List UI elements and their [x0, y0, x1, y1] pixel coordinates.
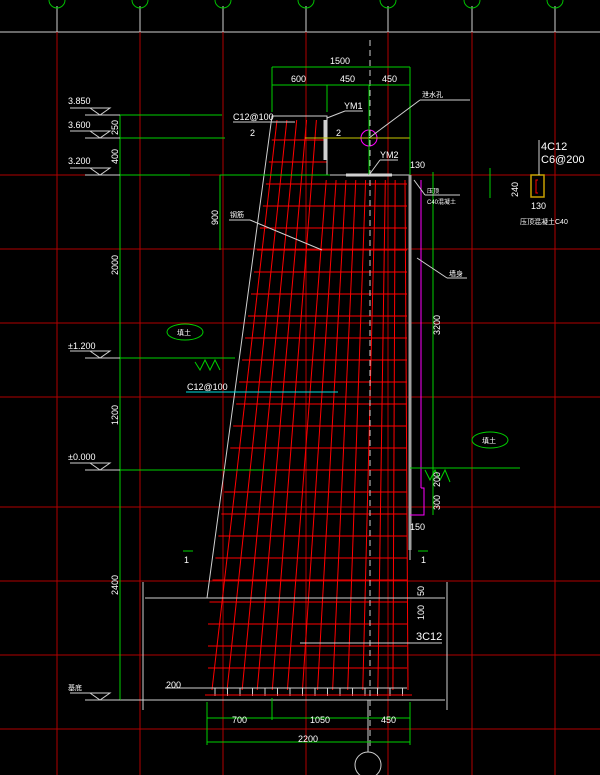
elevation-marker	[70, 462, 112, 471]
dim-50: 50	[416, 586, 426, 596]
dim-150: 150	[410, 522, 425, 532]
dim-1200: 1200	[110, 405, 120, 425]
elevation-marker	[70, 692, 112, 701]
vertical-rebar	[271, 119, 317, 691]
dim-200: 200	[432, 472, 442, 487]
annotations: C12@100 2 2 1 1 YM1 YM2 泄水孔 钢筋 压顶 C40混凝土…	[177, 90, 496, 644]
dim-top-c: 450	[382, 74, 397, 84]
detail-bars: 4C12	[541, 141, 567, 153]
column-note-2: C40混凝土	[427, 198, 456, 206]
elevation-3850: 3.850	[68, 96, 91, 106]
dim-450-bottom: 450	[381, 715, 396, 725]
vertical-rebar	[332, 179, 357, 691]
dim-200-heel: 200	[166, 680, 181, 690]
dim-300: 300	[432, 495, 442, 510]
section-mark-1-right: 1	[421, 555, 426, 565]
detail-width: 130	[531, 201, 546, 211]
detail-height: 240	[510, 182, 520, 197]
section-mark-2-right: 2	[336, 128, 341, 138]
vertical-rebar	[301, 179, 337, 691]
dim-top-a: 600	[291, 74, 306, 84]
dim-2000: 2000	[110, 255, 120, 275]
elevation-marker	[70, 167, 112, 176]
drain-hole-note: 泄水孔	[422, 90, 443, 99]
soil-label-right: 填土	[482, 436, 496, 445]
section-mark-2-left: 2	[250, 128, 255, 138]
vertical-rebar	[256, 119, 308, 691]
vertical-rebar	[317, 179, 347, 691]
elevation-1200: ±1.200	[68, 341, 95, 351]
elevation-0000: ±0.000	[68, 452, 95, 462]
dim-1050: 1050	[310, 715, 330, 725]
detail-stirrups: C6@200	[541, 154, 585, 166]
steel-note: 钢筋	[230, 210, 244, 219]
vertical-rebar	[392, 179, 396, 691]
elevation-labels: 3.850 3.600 3.200 ±1.200 ±0.000 基底	[68, 96, 95, 692]
axis-bubble	[48, 0, 66, 9]
dim-130: 130	[410, 160, 425, 170]
vertical-rebar	[377, 179, 386, 691]
axis-bubble	[463, 0, 481, 9]
soil-label-left: 填土	[177, 328, 191, 337]
elevation-3600: 3.600	[68, 120, 91, 130]
coping-detail: 4C12 C6@200 240 130 压顶混凝土C40	[510, 140, 585, 226]
elevation-marker	[70, 107, 112, 116]
dim-100: 100	[416, 605, 426, 620]
section-mark-1-left: 1	[184, 555, 189, 565]
axis-bubble	[379, 0, 397, 9]
elevation-3200: 3.200	[68, 156, 91, 166]
base-rebar-label: 3C12	[416, 631, 442, 643]
ym2-label: YM2	[380, 150, 399, 160]
wall-note: 墙身	[449, 269, 463, 278]
dim-3200: 3200	[432, 315, 442, 335]
vertical-rebar	[211, 119, 278, 691]
column-note-1: 压顶	[427, 188, 439, 195]
dim-900: 900	[210, 210, 220, 225]
axis-bubble	[131, 0, 149, 9]
vertical-rebar	[226, 119, 288, 691]
dim-top-total: 1500	[330, 56, 350, 66]
elevation-marker	[70, 130, 112, 139]
dim-2200: 2200	[298, 734, 318, 744]
vertical-rebar	[241, 119, 298, 691]
elevation-marker	[70, 350, 112, 359]
axis-bubble	[546, 0, 564, 9]
elevation-base: 基底	[68, 683, 82, 692]
elevation-markers	[70, 107, 120, 701]
dim-700: 700	[232, 715, 247, 725]
vertical-rebar	[362, 179, 376, 691]
dim-2400: 2400	[110, 575, 120, 595]
vertical-rebar	[347, 179, 367, 691]
detail-concrete: 压顶混凝土C40	[520, 217, 568, 226]
ym1-label: YM1	[344, 101, 363, 111]
axis-bubble	[214, 0, 232, 9]
vertical-rebar	[404, 179, 409, 691]
dim-400: 400	[110, 149, 120, 164]
rebar-lines	[205, 119, 412, 696]
axis-bubble	[297, 0, 315, 9]
vertical-rebar	[286, 179, 327, 691]
dimension-lines	[119, 66, 545, 745]
dim-top-b: 450	[340, 74, 355, 84]
wall-outline	[95, 40, 448, 775]
dimension-texts: 250 400 2000 1200 2400 900 1500 600 450 …	[110, 56, 442, 744]
rebar-label-top: C12@100	[233, 112, 274, 122]
rebar-label-mid: C12@100	[187, 382, 228, 392]
dim-250: 250	[110, 120, 120, 135]
